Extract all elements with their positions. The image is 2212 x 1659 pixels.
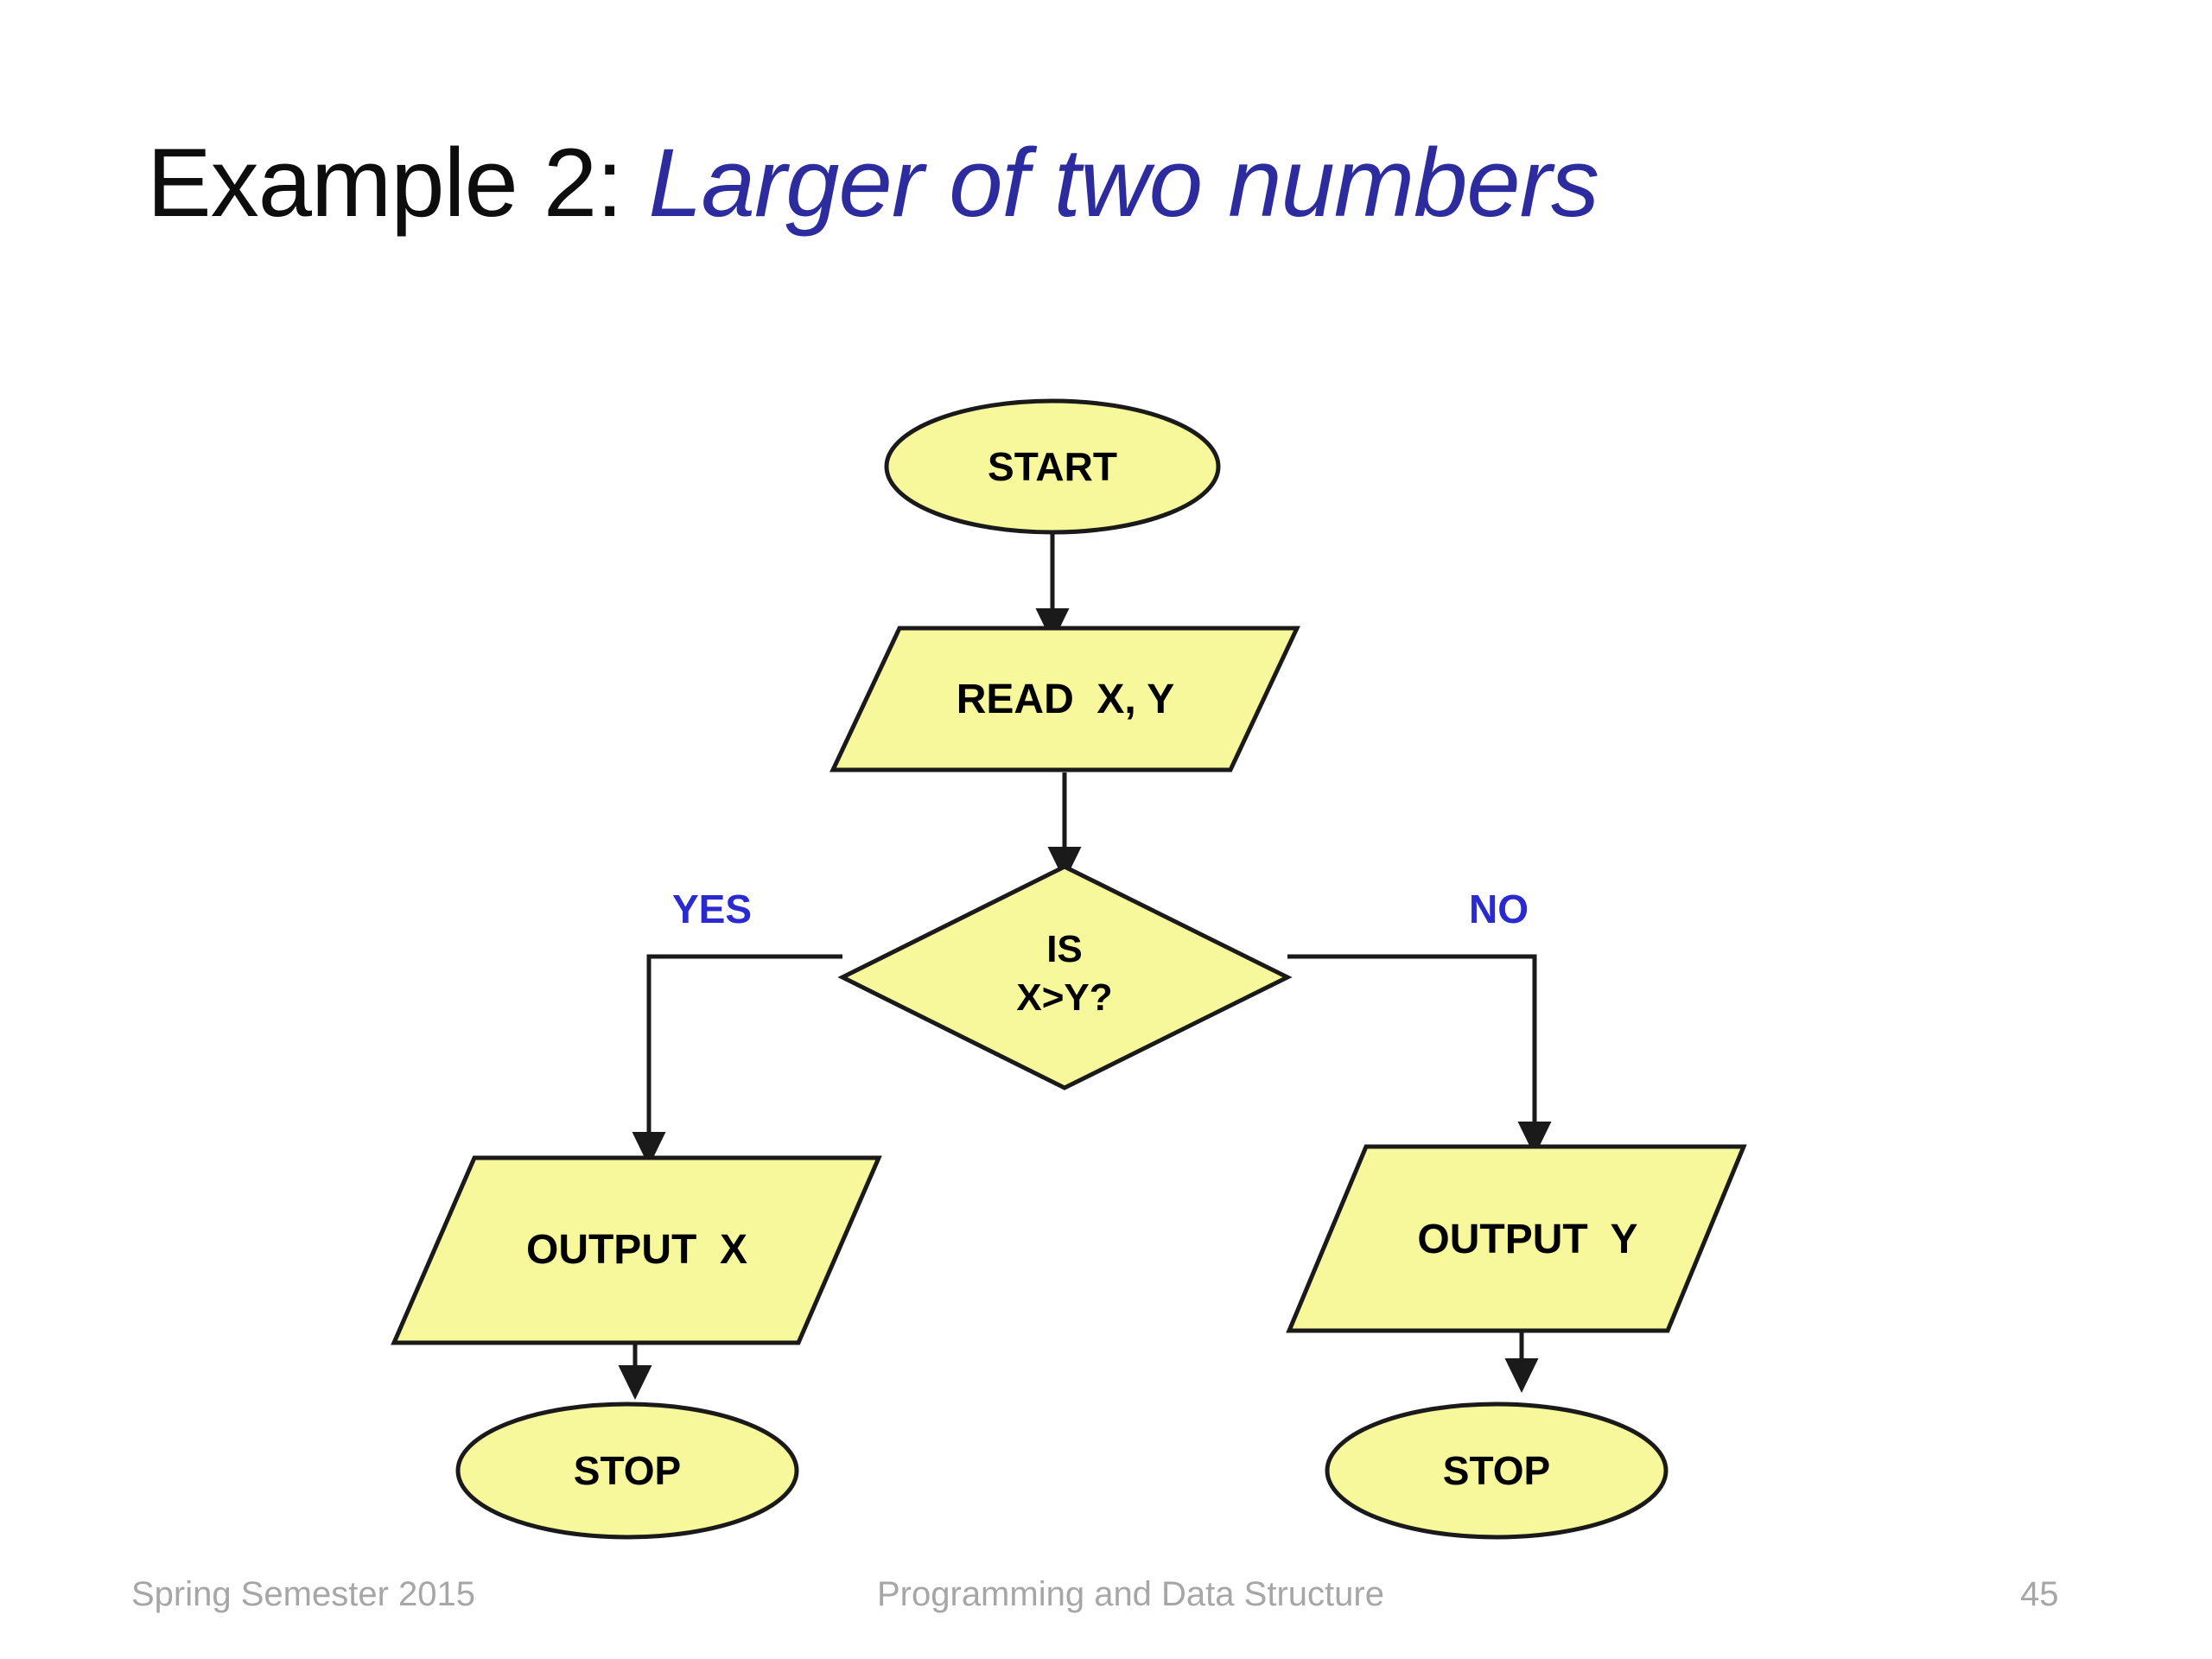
node-shape-start[interactable] — [884, 398, 1221, 535]
page-title: Example 2: Larger of two numbers — [147, 129, 2082, 237]
node-shape-output-x[interactable] — [391, 1155, 882, 1345]
branch-label-no: NO — [1469, 887, 1529, 931]
page-title-plain: Example 2: — [147, 129, 649, 237]
footer-page-number: 45 — [2020, 1575, 2059, 1613]
node-shape-group — [391, 398, 1747, 1540]
node-shape-decision[interactable] — [837, 864, 1293, 1090]
node-shape-stop-x[interactable] — [455, 1402, 799, 1540]
node-shape-stop-y[interactable] — [1325, 1402, 1669, 1540]
connector-group — [618, 530, 1552, 1400]
footer-semester: Spring Semester 2015 — [131, 1575, 476, 1613]
page-title-emphasis: Larger of two numbers — [648, 129, 1599, 237]
footer-course: Programming and Data Structure — [877, 1575, 1384, 1613]
node-shape-output-y[interactable] — [1286, 1144, 1747, 1333]
node-shape-read[interactable] — [830, 626, 1300, 772]
edge-decision-no-to-output-y — [1287, 954, 1552, 1156]
edge-decision-yes-to-output-x — [632, 954, 842, 1166]
branch-label-yes: YES — [672, 887, 753, 931]
